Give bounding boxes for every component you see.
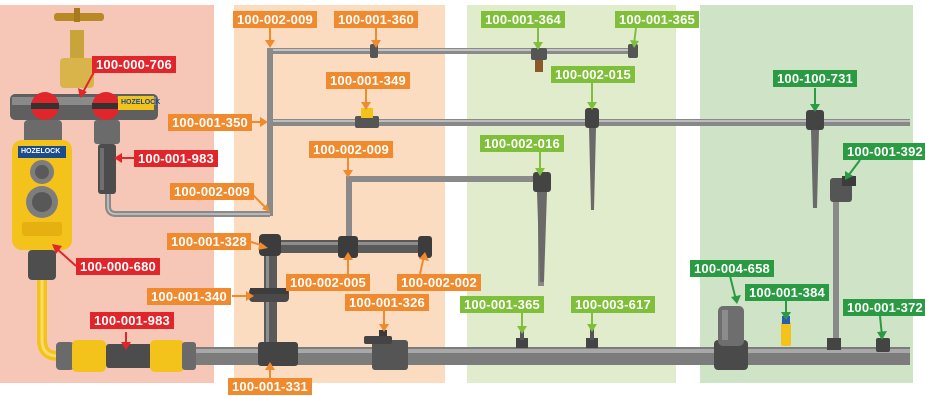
label-dripper-end: 100-001-365 xyxy=(615,11,699,28)
label-end-plug: 100-001-372 xyxy=(843,299,925,316)
label-hose-connector: 100-001-983 xyxy=(90,312,174,329)
end-dripper xyxy=(628,44,638,58)
brand-logo-timer: HOZELOCK xyxy=(21,148,61,155)
label-sprinkler-head: 100-001-392 xyxy=(843,143,925,160)
flow-control-valve xyxy=(781,316,791,346)
micro-stake xyxy=(806,110,824,208)
thick-tube-assembly xyxy=(249,234,432,366)
tap-splitter xyxy=(10,92,158,120)
label-elbow-lower: 100-002-009 xyxy=(170,183,254,200)
label-valve-top: 100-001-349 xyxy=(326,72,410,89)
label-stake-riser: 100-002-015 xyxy=(551,66,635,83)
drip-stake xyxy=(585,108,599,210)
hose-connector-pair xyxy=(56,340,196,372)
label-tee-main: 100-001-350 xyxy=(168,114,252,131)
label-timer: 100-000-680 xyxy=(76,258,160,275)
label-end-cap: 100-002-002 xyxy=(397,274,481,291)
elbow-riser-stake xyxy=(533,172,551,282)
label-dripper-inline: 100-001-365 xyxy=(460,296,544,313)
label-elbow-left: 100-001-328 xyxy=(167,233,251,250)
label-dripper-adjustable: 100-001-364 xyxy=(481,11,565,28)
callout-arrowheads xyxy=(52,40,887,370)
label-flow-valve: 100-001-384 xyxy=(745,284,829,301)
label-pipe-clip: 100-001-340 xyxy=(147,288,231,305)
label-tap-connector: 100-000-706 xyxy=(92,56,176,73)
garden-tap xyxy=(54,8,104,88)
label-valve-main: 100-001-326 xyxy=(345,294,429,311)
brand-logo-connector: HOZELOCK xyxy=(121,99,161,106)
top-branch-pipe xyxy=(272,48,638,54)
end-plug xyxy=(876,338,890,352)
label-tap-filter: 100-001-983 xyxy=(134,150,218,167)
label-tee-bottom: 100-001-331 xyxy=(228,378,312,395)
tap-filter xyxy=(94,120,120,194)
upper-flow-valve xyxy=(355,108,379,128)
inline-dripper xyxy=(516,330,528,348)
label-pressure-reducer: 100-004-658 xyxy=(690,260,774,277)
label-micro-stake: 100-100-731 xyxy=(773,70,857,87)
pipe-clip xyxy=(250,288,288,294)
label-elbow-top: 100-002-009 xyxy=(233,11,317,28)
adjustable-dripper xyxy=(531,48,547,72)
pressure-reducer xyxy=(714,306,748,370)
label-elbow-mid: 100-002-009 xyxy=(309,141,393,158)
water-timer xyxy=(12,120,72,280)
main-pipe-valve xyxy=(364,330,408,370)
mini-sprayer xyxy=(586,328,598,348)
zone-drip-section xyxy=(467,5,676,383)
sprinkler-assembly xyxy=(827,176,856,350)
label-tube-joiner-top: 100-001-360 xyxy=(334,11,418,28)
label-mini-sprayer: 100-003-617 xyxy=(571,296,655,313)
label-tee-mid: 100-002-005 xyxy=(286,274,370,291)
label-elbow-riser: 100-002-016 xyxy=(480,135,564,152)
riser-top xyxy=(267,48,273,216)
